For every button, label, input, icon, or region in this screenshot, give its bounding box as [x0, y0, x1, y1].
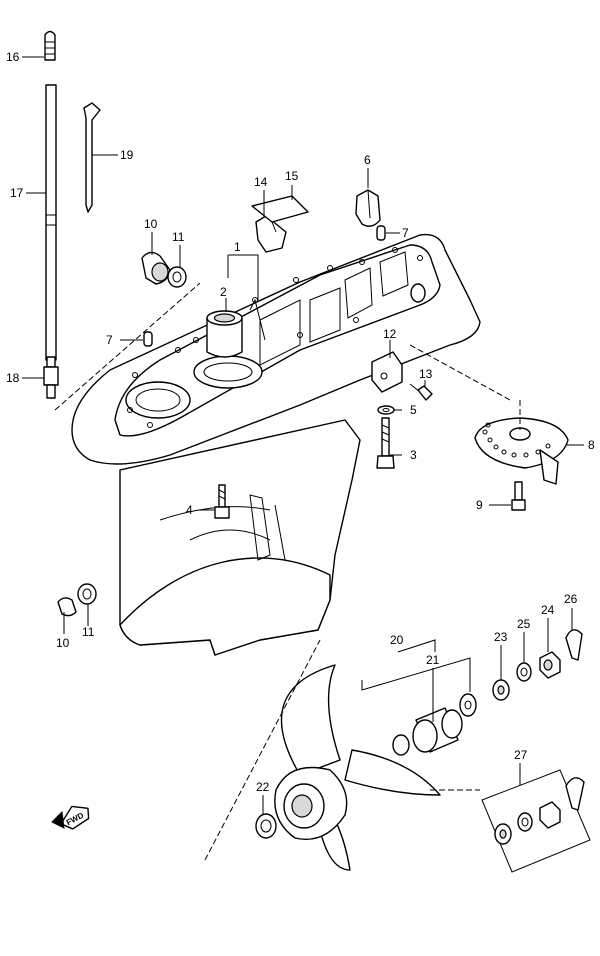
callout-26: 26 [564, 592, 578, 606]
bolt-4 [214, 484, 230, 519]
clip-14 [251, 195, 309, 253]
gear-case-housing [71, 233, 481, 656]
cotter-pin-26 [565, 629, 583, 661]
nut-24 [539, 651, 561, 679]
screw-13 [409, 383, 433, 401]
callout-24: 24 [541, 603, 555, 617]
callout-17: 17 [10, 186, 24, 200]
washer-5 [377, 405, 395, 415]
callout-7-right: 7 [402, 226, 409, 240]
callout-18: 18 [6, 371, 20, 385]
dowel-pin-right [376, 225, 386, 241]
trim-tab-anode-8 [474, 417, 569, 485]
callout-20: 20 [390, 633, 404, 647]
plug-upper [141, 251, 171, 285]
callout-9: 9 [476, 498, 483, 512]
callout-8: 8 [588, 438, 595, 452]
callout-5: 5 [410, 403, 417, 417]
shift-rod [43, 30, 59, 399]
callout-2: 2 [220, 285, 227, 299]
callout-15: 15 [285, 169, 299, 183]
bushing-21 [392, 693, 477, 756]
callout-4: 4 [186, 503, 193, 517]
leader-lines [22, 56, 584, 861]
callout-12: 12 [383, 327, 397, 341]
thrust-washer-22 [255, 813, 277, 839]
spacer-25 [516, 662, 532, 682]
callout-11-lower: 11 [82, 625, 95, 639]
callout-27: 27 [514, 748, 528, 762]
callout-14: 14 [254, 175, 268, 189]
callout-3: 3 [410, 448, 417, 462]
callout-13: 13 [419, 367, 433, 381]
bolt-3 [376, 417, 395, 469]
plug-lower [57, 597, 77, 617]
callout-1: 1 [234, 240, 241, 254]
callout-7-left: 7 [106, 333, 113, 347]
callout-16: 16 [6, 50, 20, 64]
callout-22: 22 [256, 780, 270, 794]
hardware-kit-27 [481, 769, 591, 873]
gasket-upper [167, 266, 187, 288]
callout-numbers: 16 17 18 19 10 11 7 1 2 14 15 6 7 12 13 … [6, 50, 595, 794]
rubber-plug-6 [355, 189, 381, 227]
callout-10-upper: 10 [144, 217, 158, 231]
dowel-pin-left [143, 331, 153, 347]
propeller [274, 664, 441, 871]
callout-19: 19 [120, 148, 134, 162]
bracket-12 [371, 351, 403, 393]
callout-25: 25 [517, 617, 531, 631]
callout-6: 6 [364, 153, 371, 167]
callout-23: 23 [494, 630, 508, 644]
callout-10-lower: 10 [56, 636, 70, 650]
washer-23 [492, 679, 510, 701]
gasket-lower [77, 583, 97, 605]
bolt-9 [511, 481, 526, 511]
fwd-arrow: FWD [51, 805, 90, 830]
callout-11-upper: 11 [172, 230, 185, 244]
cable-tie [83, 102, 101, 213]
callout-21: 21 [426, 653, 440, 667]
